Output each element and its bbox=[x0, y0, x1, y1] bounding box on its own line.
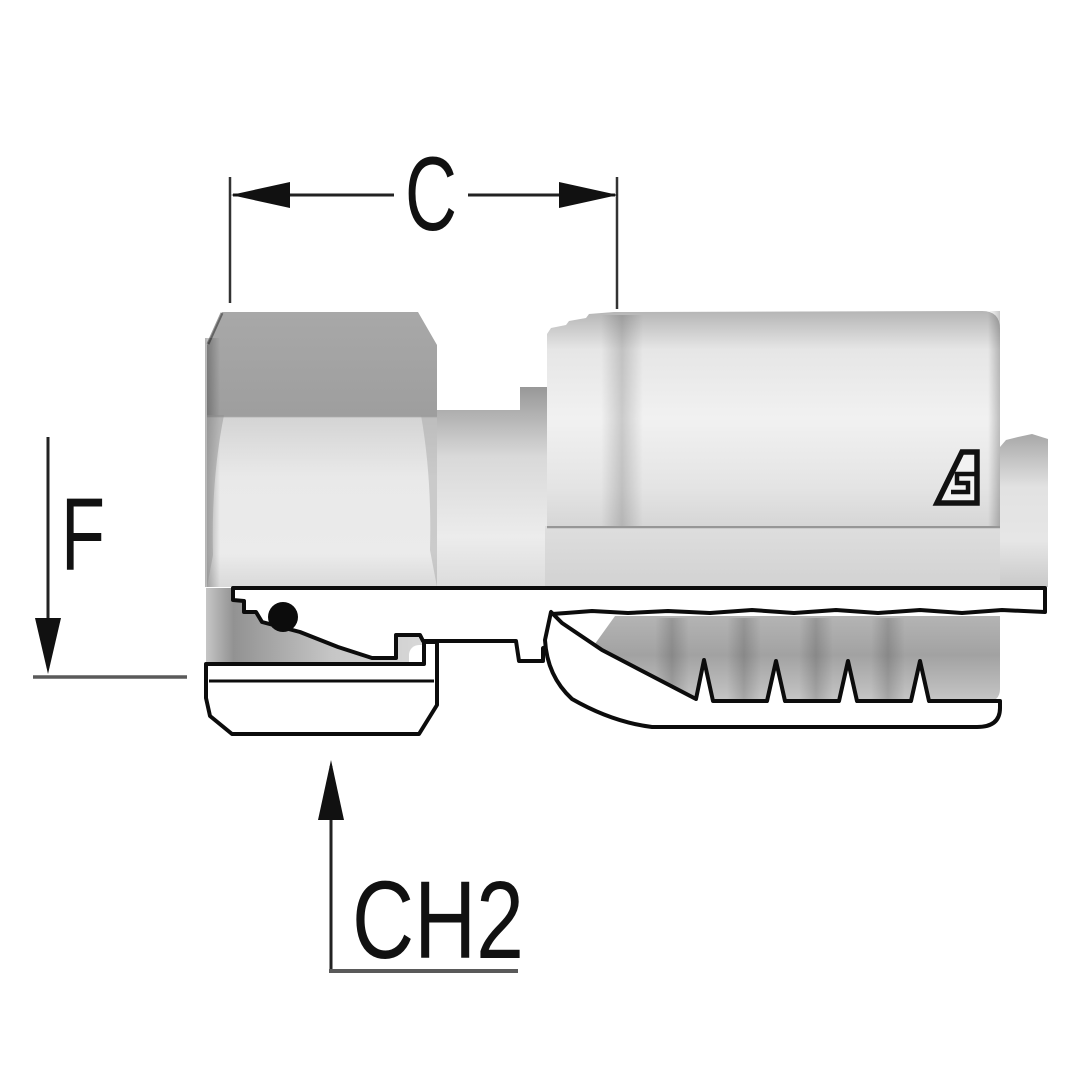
nut-flat-taper-left bbox=[207, 415, 224, 587]
fitting-body bbox=[205, 311, 1048, 702]
section-hatch-ferrule-skirt bbox=[543, 610, 1002, 729]
hex-nut bbox=[205, 312, 437, 587]
dimension-ch2: CH2 bbox=[318, 760, 524, 982]
nut-flat-taper-right bbox=[421, 415, 437, 587]
ferrule bbox=[547, 311, 1000, 526]
shell-under-ferrule bbox=[545, 526, 1000, 588]
nut-chamfer-edge-left bbox=[206, 312, 224, 345]
dimension-ch2-label: CH2 bbox=[352, 859, 524, 982]
hose-exterior bbox=[1000, 434, 1048, 587]
section-hatch-nut-block bbox=[204, 640, 439, 736]
manufacturer-a-logo bbox=[932, 449, 980, 506]
dimension-c-label: C bbox=[405, 136, 457, 253]
arrowhead-down-icon bbox=[35, 618, 61, 674]
o-ring-seal bbox=[268, 602, 298, 632]
hose-gripped-section bbox=[592, 616, 1000, 702]
section-hatch-upper-wall bbox=[231, 586, 1047, 663]
dimension-f: F bbox=[33, 437, 187, 679]
body-collar-step2 bbox=[520, 387, 547, 587]
arrowhead-left-icon bbox=[231, 182, 290, 208]
dimension-f-label: F bbox=[61, 477, 105, 592]
ferrule-groove-shading bbox=[601, 315, 643, 526]
arrowhead-up-icon bbox=[318, 760, 344, 820]
body-collar-step1 bbox=[437, 410, 520, 587]
dimension-c: C bbox=[228, 136, 619, 309]
arrowhead-right-icon bbox=[559, 182, 618, 208]
